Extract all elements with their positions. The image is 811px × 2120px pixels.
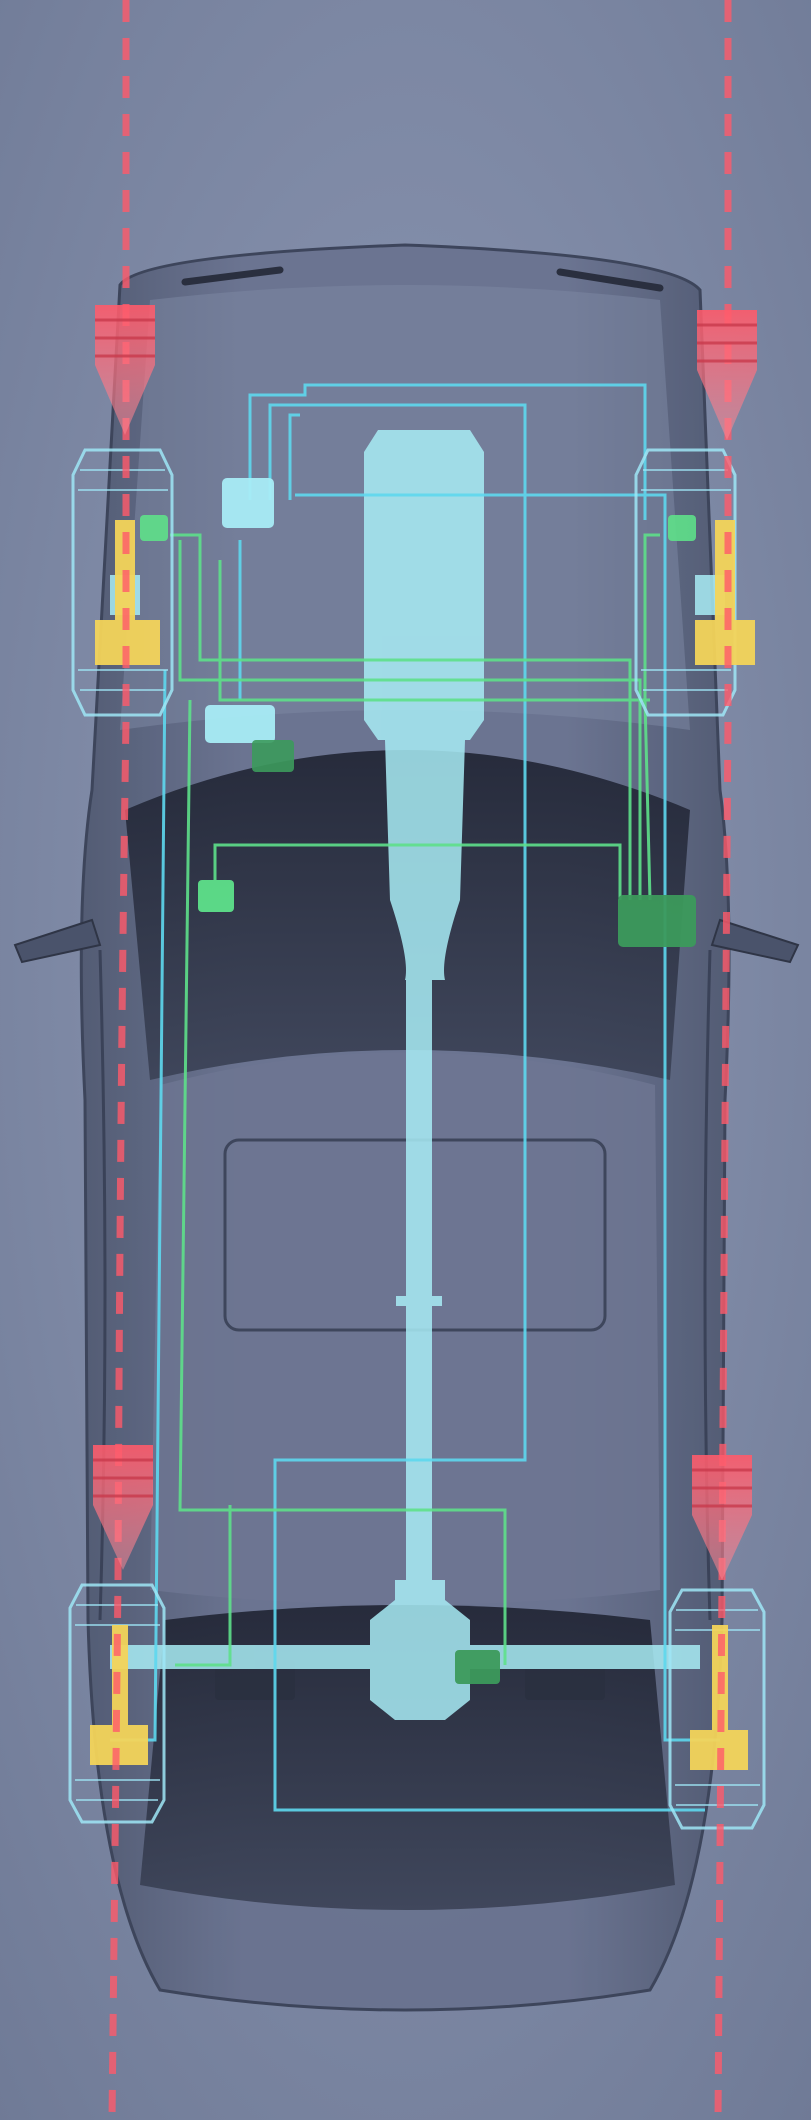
shaft-joint — [396, 1296, 442, 1306]
sensor-unit-left — [198, 880, 234, 912]
driveshaft — [406, 980, 432, 1580]
relay-unit-front — [252, 740, 294, 772]
engine-block — [364, 430, 484, 740]
valve-front-left — [140, 515, 168, 541]
pump-unit — [205, 705, 275, 743]
electronic-control-unit — [618, 895, 696, 947]
relay-unit-rear — [455, 1650, 500, 1684]
valve-front-right — [668, 515, 696, 541]
abs-control-unit — [222, 478, 274, 528]
